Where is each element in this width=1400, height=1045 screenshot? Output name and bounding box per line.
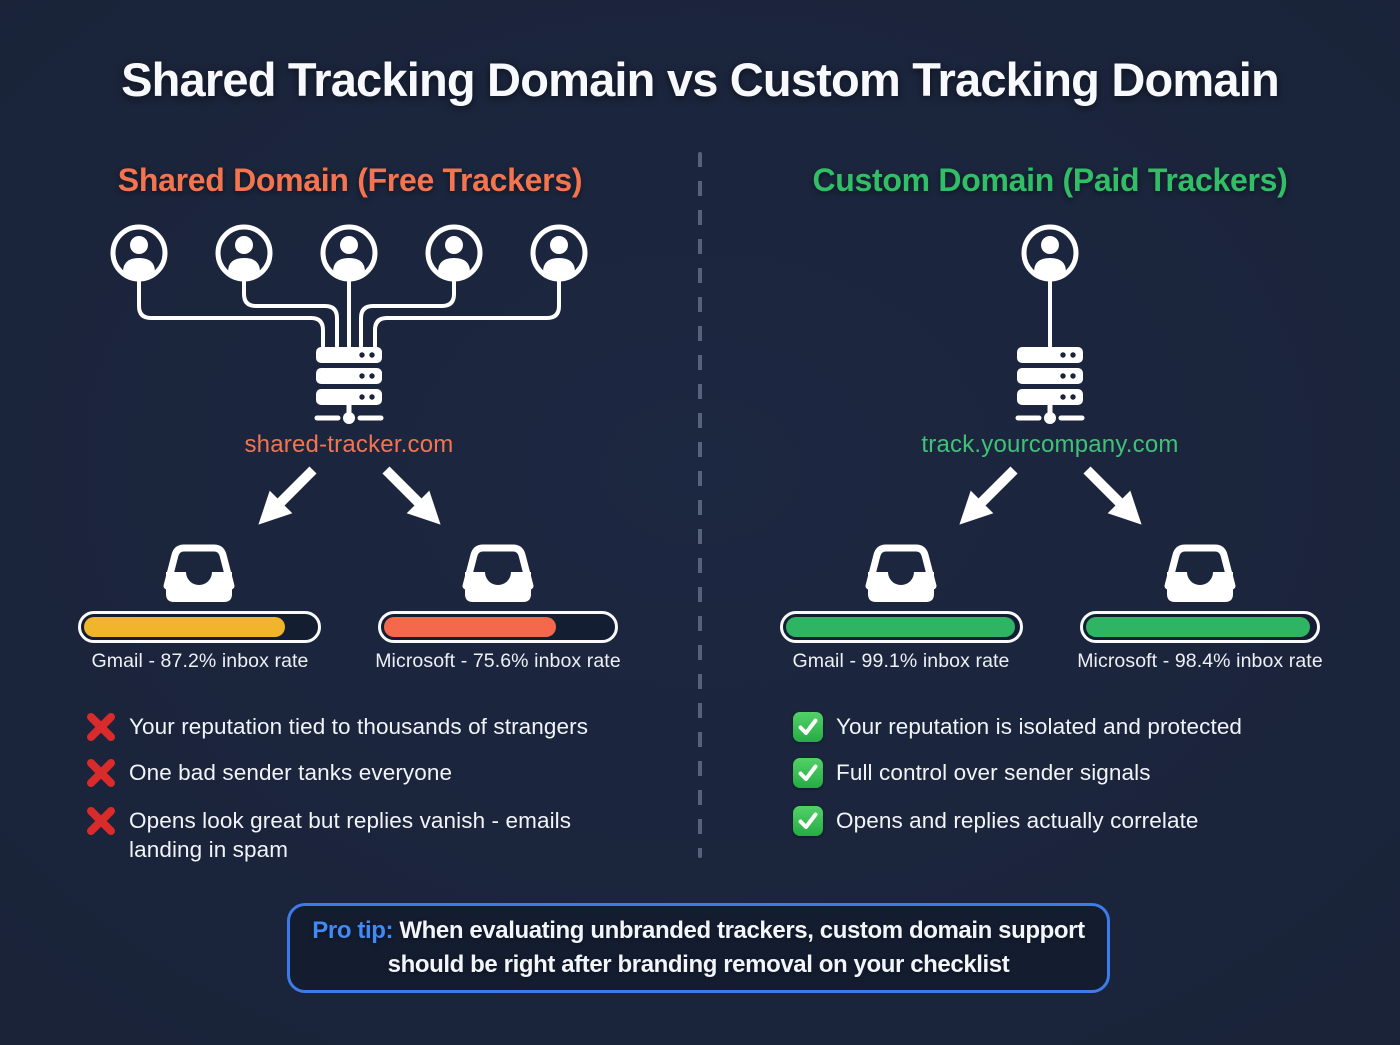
page-title: Shared Tracking Domain vs Custom Trackin…	[121, 53, 1280, 106]
gmail-custom-rate-bar	[780, 611, 1023, 643]
microsoft-shared-rate-bar	[378, 611, 618, 643]
inbox-icon	[868, 548, 934, 602]
gmail-custom-rate-label: Gmail - 99.1% inbox rate	[792, 650, 1010, 672]
custom-server-icon	[1017, 347, 1083, 424]
arrow-down-right-icon	[1083, 466, 1142, 525]
custom-domain-label: track.yourcompany.com	[921, 431, 1179, 458]
microsoft-shared-rate-label: Microsoft - 75.6% inbox rate	[375, 650, 621, 672]
con-text: Opens look great but replies vanish - em…	[129, 808, 572, 862]
user-icon	[218, 227, 270, 279]
microsoft-custom-rate-bar	[1080, 611, 1320, 643]
inbox-icon	[465, 548, 531, 602]
pro-tip-callout: Pro tip: When evaluating unbranded track…	[287, 903, 1110, 993]
bar-fill	[786, 617, 1015, 637]
user-icon	[428, 227, 480, 279]
pro-text: Full control over sender signals	[836, 760, 1151, 785]
green-check-icon	[793, 758, 823, 788]
shared-connector-lines	[137, 280, 561, 348]
inbox-icon	[166, 548, 232, 602]
gmail-shared-rate-bar	[78, 611, 321, 643]
bar-fill	[1086, 617, 1311, 637]
bar-fill	[384, 617, 557, 637]
user-icon	[533, 227, 585, 279]
shared-domain-heading: Shared Domain (Free Trackers)	[117, 162, 583, 198]
pro-tip-label: Pro tip:	[312, 917, 394, 944]
green-check-icon	[793, 806, 823, 836]
shared-server-icon	[316, 347, 382, 424]
pro-list-item: Full control over sender signals	[793, 758, 1333, 788]
arrow-down-right-icon	[382, 466, 441, 525]
red-x-icon	[86, 806, 116, 841]
shared-users-group	[113, 227, 585, 279]
gmail-shared-rate-label: Gmail - 87.2% inbox rate	[91, 650, 309, 672]
pro-tip-body: When evaluating unbranded trackers, cust…	[387, 917, 1085, 978]
con-text: Your reputation tied to thousands of str…	[129, 714, 589, 739]
red-x-icon	[86, 758, 116, 793]
shared-domain-label: shared-tracker.com	[244, 431, 454, 458]
user-icon	[1024, 227, 1076, 279]
arrow-down-left-icon	[258, 466, 317, 525]
arrow-down-left-icon	[959, 466, 1018, 525]
con-list-item: Your reputation tied to thousands of str…	[86, 712, 651, 747]
custom-users-group	[1024, 227, 1076, 279]
dashed-divider	[698, 152, 702, 858]
pro-list-item: Your reputation is isolated and protecte…	[793, 712, 1333, 742]
user-icon	[323, 227, 375, 279]
con-text: One bad sender tanks everyone	[129, 760, 453, 785]
con-list-item: One bad sender tanks everyone	[86, 758, 651, 793]
pro-text: Opens and replies actually correlate	[836, 808, 1199, 833]
red-x-icon	[86, 712, 116, 747]
pro-text: Your reputation is isolated and protecte…	[836, 714, 1243, 739]
green-check-icon	[793, 712, 823, 742]
custom-domain-heading: Custom Domain (Paid Trackers)	[812, 162, 1288, 198]
microsoft-custom-rate-label: Microsoft - 98.4% inbox rate	[1077, 650, 1323, 672]
con-list-item: Opens look great but replies vanish - em…	[86, 806, 651, 864]
bar-fill	[84, 617, 286, 637]
pro-tip-text: Pro tip: When evaluating unbranded track…	[306, 914, 1091, 982]
user-icon	[113, 227, 165, 279]
inbox-icon	[1167, 548, 1233, 602]
pro-list-item: Opens and replies actually correlate	[793, 806, 1333, 836]
